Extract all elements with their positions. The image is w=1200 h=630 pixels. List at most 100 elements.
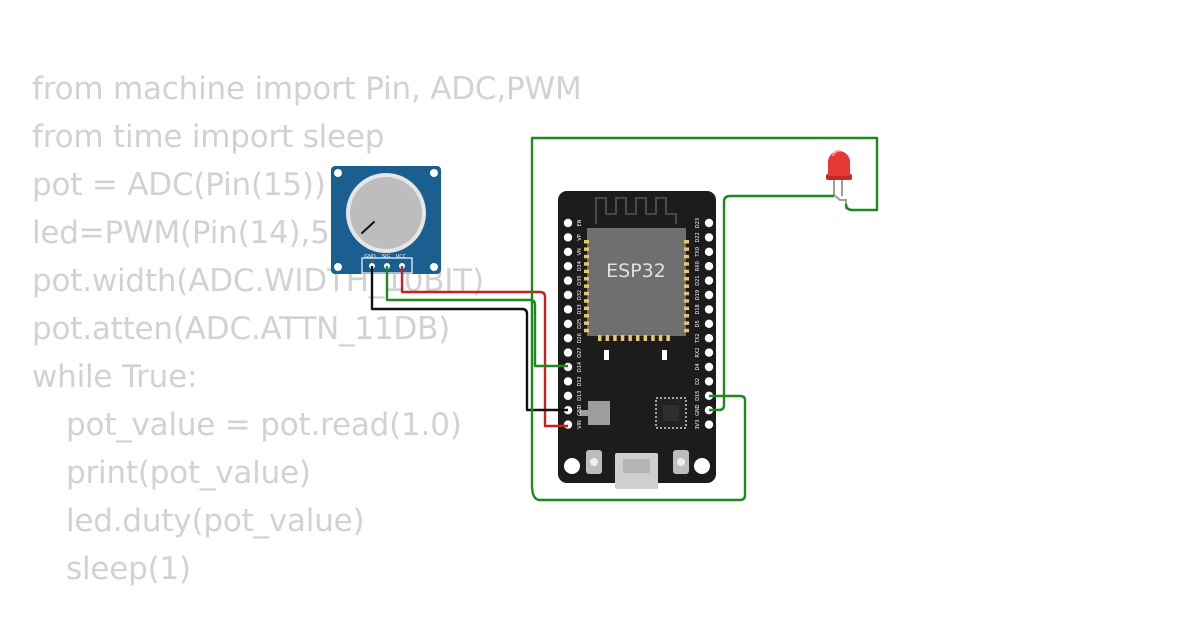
led-body[interactable] <box>828 151 850 176</box>
module-pad <box>584 284 589 288</box>
esp32-pin-label: D13 <box>577 391 583 401</box>
module-pad <box>684 314 689 318</box>
esp32-pin-label: D21 <box>695 275 701 285</box>
esp32-pin-d25[interactable] <box>563 319 573 328</box>
esp32-pin-label: D12 <box>577 376 583 386</box>
voltage-regulator <box>588 401 610 425</box>
wire-black-gnd[interactable] <box>370 266 568 412</box>
module-pad <box>684 247 689 251</box>
led-highlight <box>832 149 841 157</box>
module-pad <box>584 277 589 281</box>
esp32-pin-d2[interactable] <box>704 377 714 386</box>
esp32-pin-label: VN <box>577 248 583 255</box>
esp32-pin-d22[interactable] <box>704 233 714 242</box>
module-pad <box>684 328 689 333</box>
esp32-pin-d35[interactable] <box>563 276 573 285</box>
esp32-pin-label: TX0 <box>695 247 701 258</box>
esp32-pin-label: D4 <box>695 363 701 370</box>
wire-red-vcc-vin[interactable] <box>400 266 568 428</box>
esp32-pin-label: D34 <box>577 261 583 271</box>
esp32-pin-d27[interactable] <box>563 348 573 357</box>
module-pad <box>613 335 617 341</box>
esp32-pin-label: D14 <box>577 362 583 372</box>
mount-hole <box>334 263 342 271</box>
module-pad <box>584 314 589 318</box>
module-pad <box>584 262 589 266</box>
module-pad <box>584 240 589 244</box>
mount-hole <box>694 458 710 474</box>
module-pad <box>620 335 625 341</box>
esp32-pin-d33[interactable] <box>563 305 573 314</box>
wire-green-sig[interactable] <box>385 266 568 368</box>
code-line: pot_value = pot.read(1.0) <box>66 407 462 443</box>
esp32-pin-tx0[interactable] <box>704 247 714 256</box>
esp32-pin-label: RX0 <box>695 261 701 271</box>
module-pad <box>684 277 689 281</box>
potentiometer[interactable]: GND SIG VCC <box>331 166 441 274</box>
module-pad <box>651 335 655 341</box>
led[interactable] <box>826 149 853 211</box>
code-line: pot = ADC(Pin(15)) <box>32 167 326 203</box>
module-pad <box>684 299 689 303</box>
module-pad <box>598 335 602 341</box>
esp32-pin-d18[interactable] <box>704 305 714 314</box>
esp32-pin-d4[interactable] <box>704 362 714 372</box>
wires <box>370 136 879 502</box>
wire-green-led-anode[interactable] <box>530 136 879 502</box>
esp32-pin-d23[interactable] <box>704 218 714 228</box>
module-pad <box>584 247 589 251</box>
esp32-pin-3v3[interactable] <box>704 420 714 429</box>
mount-hole <box>334 169 342 177</box>
esp32-pin-d26[interactable] <box>563 334 573 343</box>
esp32-pin-label: TX2 <box>695 333 701 344</box>
esp32-pin-label: GND <box>577 404 583 416</box>
esp32-pin-label: D5 <box>695 320 701 327</box>
esp32-pin-d19[interactable] <box>704 290 714 300</box>
esp32-pin-label: EN <box>577 219 583 226</box>
esp32-pin-d32[interactable] <box>563 290 573 300</box>
usb-port <box>623 459 650 473</box>
module-pad <box>684 321 689 325</box>
esp32-pin-en[interactable] <box>563 218 573 228</box>
wire-green-led-cathode[interactable] <box>709 194 834 412</box>
boot-button-cap[interactable] <box>590 458 598 466</box>
antenna-trace <box>595 197 677 224</box>
code-line: sleep(1) <box>66 551 191 587</box>
module-pad <box>584 321 589 325</box>
esp32-pin-label: VIN <box>577 420 583 429</box>
module-pad <box>684 306 689 311</box>
module-pad <box>605 335 610 341</box>
esp32-pin-label: D19 <box>695 290 701 300</box>
esp32-board[interactable]: ESP32 ENVPVND34D35D32D33D25D26D27D14D12D… <box>558 191 716 489</box>
esp32-pin-rx2[interactable] <box>704 348 714 357</box>
esp32-pin-vn[interactable] <box>563 247 573 256</box>
code-line: from time import sleep <box>32 119 385 155</box>
module-pad <box>643 335 648 341</box>
esp32-pin-label: VP <box>577 234 583 240</box>
esp32-pin-tx2[interactable] <box>704 334 714 343</box>
esp32-pin-label: D33 <box>577 304 583 314</box>
esp32-pin-d13[interactable] <box>563 391 573 400</box>
code-line: led.duty(pot_value) <box>66 503 365 539</box>
esp32-pin-vp[interactable] <box>563 233 573 242</box>
esp32-pin-label: GND <box>695 404 701 416</box>
esp32-pin-label: D35 <box>577 275 583 285</box>
regulator-tab <box>580 410 588 416</box>
esp32-pin-label: D25 <box>577 319 583 329</box>
esp32-pin-d21[interactable] <box>704 276 714 285</box>
esp32-pin-label: D27 <box>577 347 583 357</box>
en-button-cap[interactable] <box>677 458 685 466</box>
knob-indicator <box>361 221 375 234</box>
esp32-pin-d5[interactable] <box>704 319 714 328</box>
esp32-pin-d12[interactable] <box>563 377 573 386</box>
esp32-pin-label: D23 <box>695 218 701 228</box>
module-pad <box>684 262 689 266</box>
esp32-pin-vin[interactable] <box>563 420 573 429</box>
module-pad <box>636 335 640 341</box>
esp32-pin-d34[interactable] <box>563 262 573 271</box>
potentiometer-knob[interactable] <box>350 177 422 249</box>
usb-uart-chip-core <box>663 405 679 421</box>
code-line: print(pot_value) <box>66 455 311 491</box>
esp32-pin-rx0[interactable] <box>704 262 714 271</box>
